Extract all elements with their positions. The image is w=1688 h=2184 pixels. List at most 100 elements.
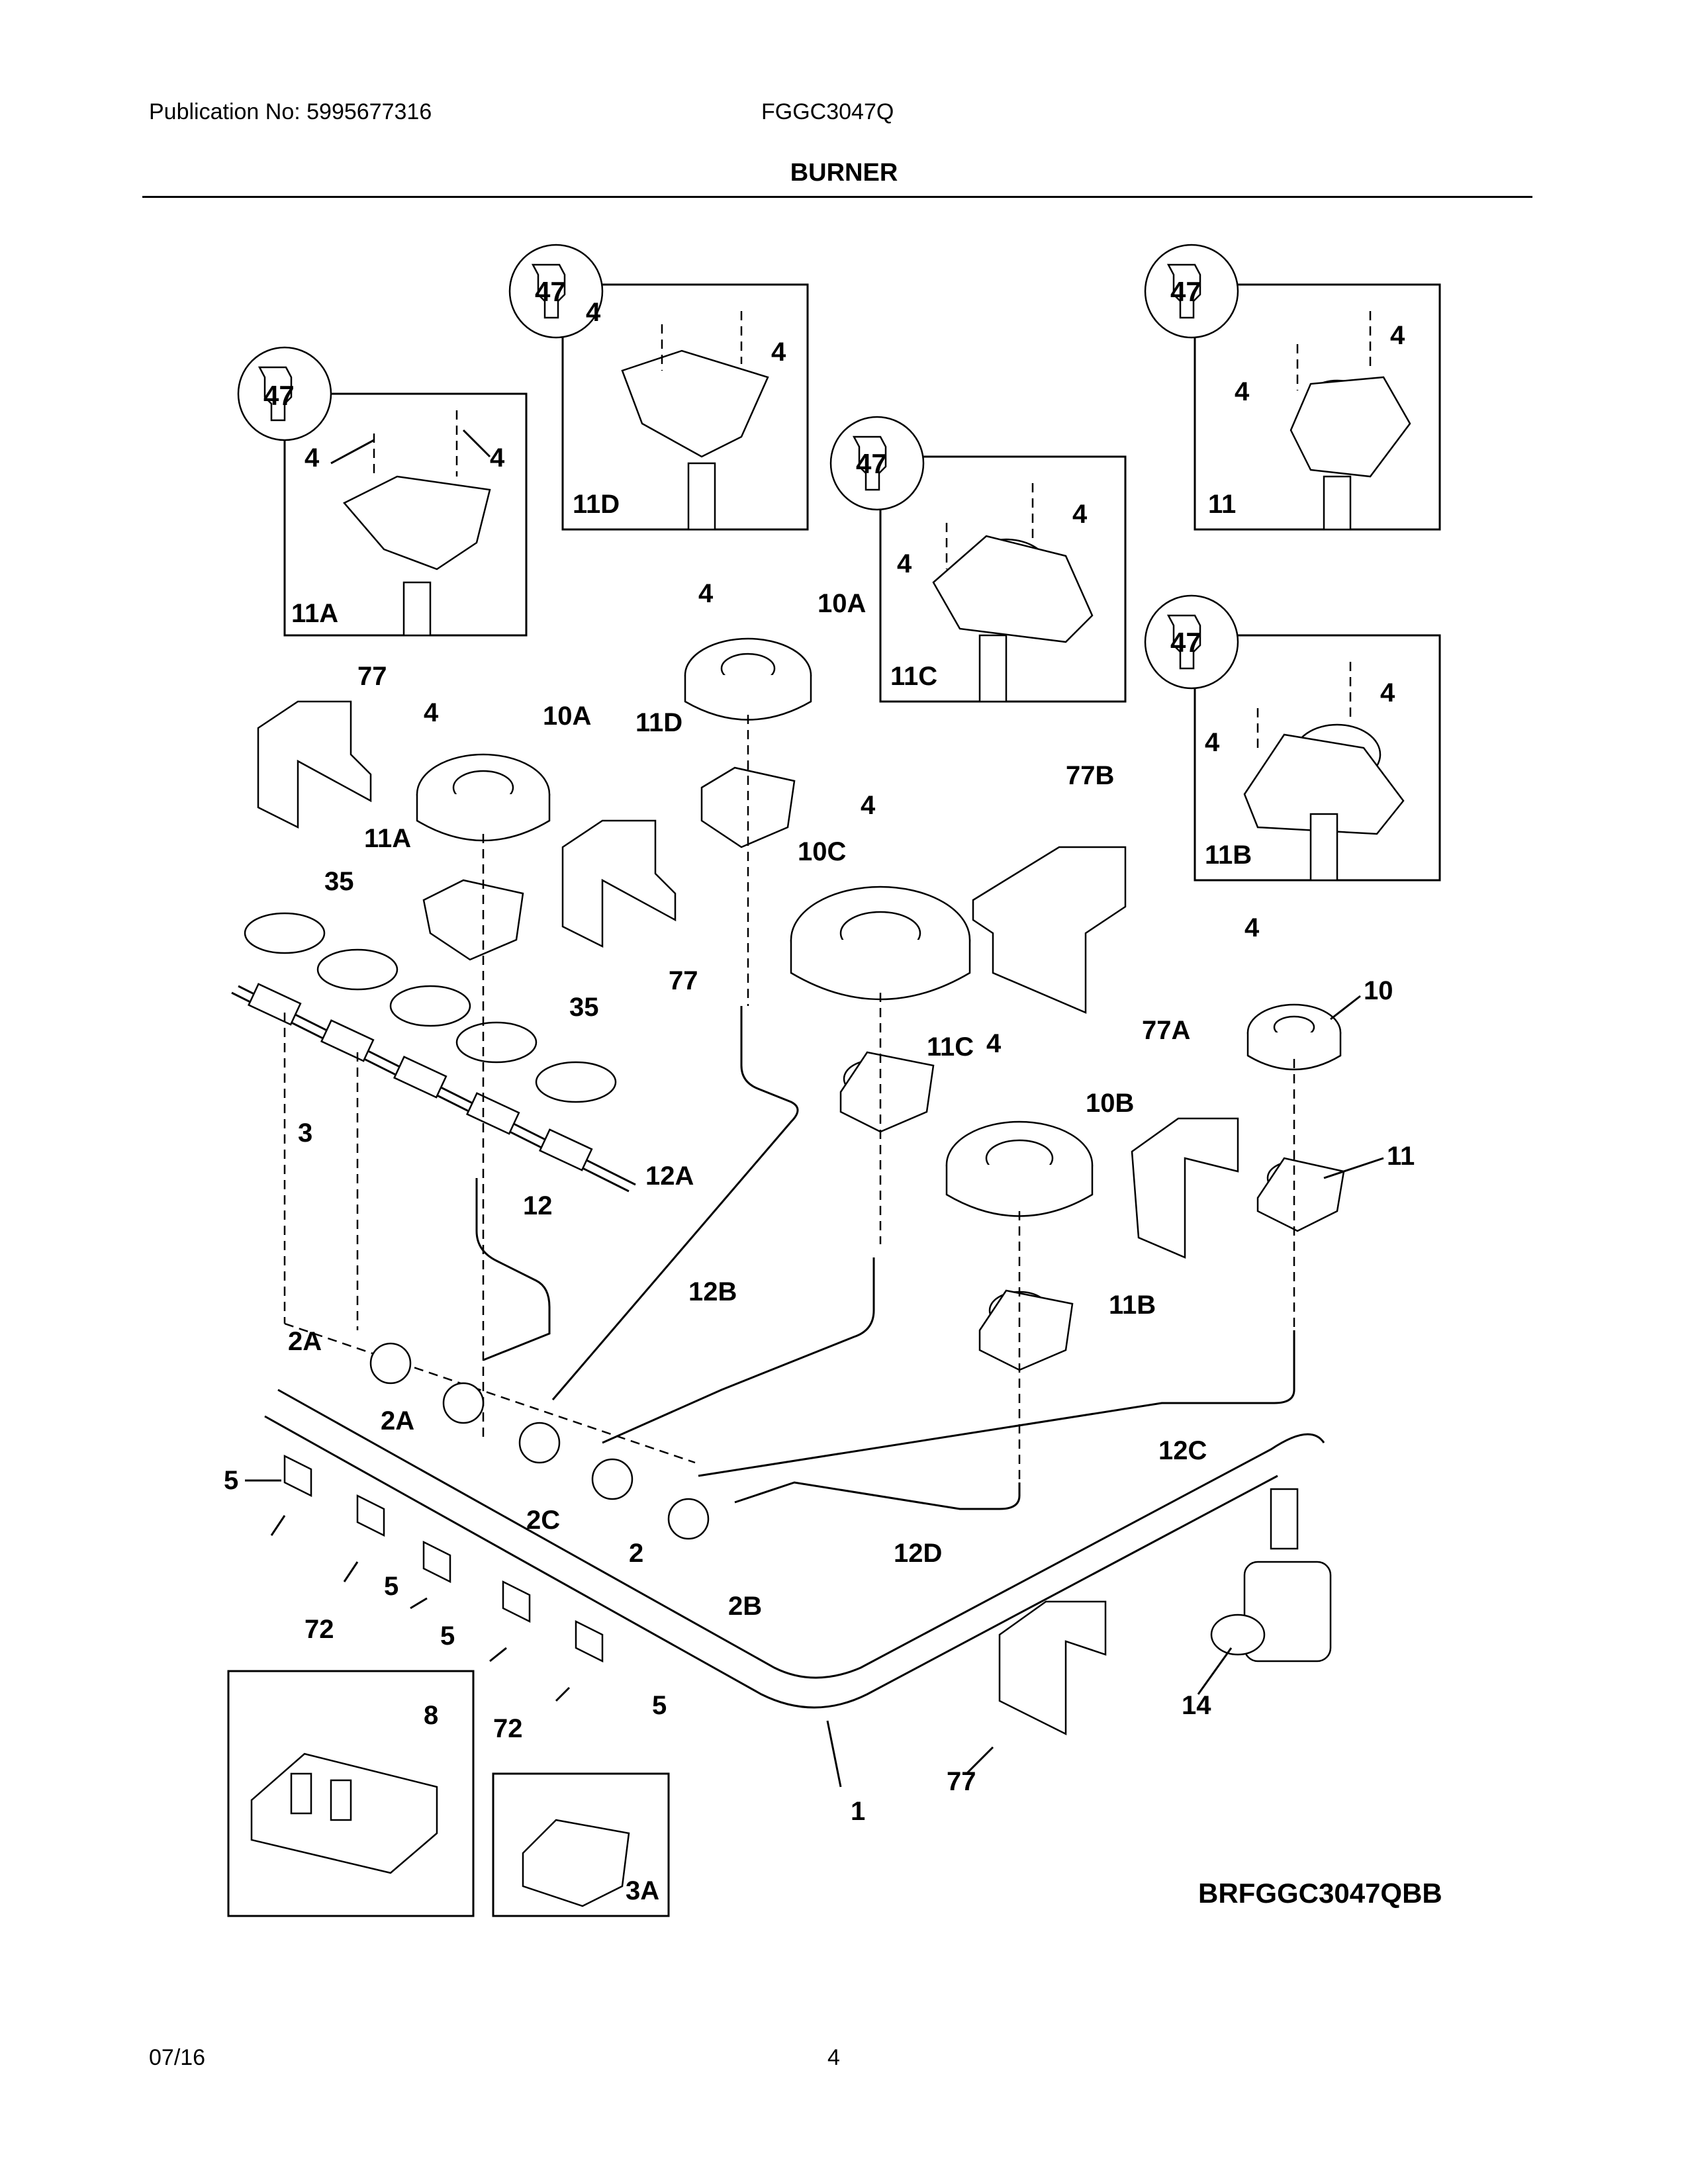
label-4-11-b: 4 xyxy=(1390,321,1405,350)
label-4-10B: 4 xyxy=(986,1029,1002,1058)
label-4-11B-a: 4 xyxy=(1205,728,1220,757)
inset-11B xyxy=(1144,594,1441,882)
label-2A-mid: 2A xyxy=(381,1406,414,1435)
label-4-10A-top: 4 xyxy=(698,579,714,608)
label-11-inset: 11 xyxy=(1208,490,1236,519)
label-10A-left: 10A xyxy=(543,702,591,731)
label-77-upper: 77 xyxy=(357,662,387,691)
label-11: 11 xyxy=(1387,1142,1415,1171)
burner-cap-10A-top xyxy=(684,637,812,721)
footer-date: 07/16 xyxy=(149,2045,206,2070)
inset-3A-electrode xyxy=(492,1772,670,1917)
label-77A: 77A xyxy=(1142,1016,1190,1045)
label-4-11C-a: 4 xyxy=(897,549,912,578)
label-77B: 77B xyxy=(1066,761,1114,790)
label-2A-left: 2A xyxy=(288,1327,322,1356)
label-4-11D-b: 4 xyxy=(771,338,786,367)
inset-11A xyxy=(237,346,528,637)
label-10: 10 xyxy=(1364,976,1393,1005)
label-47-11: 47 xyxy=(1170,276,1201,307)
burner-base-11 xyxy=(1256,1157,1345,1232)
label-4-11D-a: 4 xyxy=(586,298,601,327)
label-10A-top: 10A xyxy=(818,589,866,618)
bracket-77-upper-left xyxy=(257,700,372,829)
label-12A: 12A xyxy=(645,1161,694,1191)
burner-cap-10B xyxy=(945,1120,1094,1217)
label-4-11C-b: 4 xyxy=(1072,500,1088,529)
part-callouts: 47 47 47 47 47 4 4 4 4 4 4 4 4 4 4 11A 1… xyxy=(224,276,1415,1905)
label-72-left: 72 xyxy=(305,1615,334,1644)
label-72-right: 72 xyxy=(493,1714,523,1743)
label-2C: 2C xyxy=(526,1506,560,1535)
label-2: 2 xyxy=(629,1539,643,1568)
burner-base-11B xyxy=(978,1289,1074,1371)
label-14: 14 xyxy=(1182,1691,1211,1720)
label-35-top: 35 xyxy=(324,867,354,896)
label-11B-mid: 11B xyxy=(1109,1291,1156,1320)
burner-cap-10A-left xyxy=(416,753,551,842)
label-4-11A-b: 4 xyxy=(490,443,505,473)
label-77-lower: 77 xyxy=(947,1767,976,1796)
label-47-11A: 47 xyxy=(263,380,295,411)
label-12B: 12B xyxy=(688,1277,737,1306)
label-47-11D: 47 xyxy=(535,276,566,307)
bracket-77A xyxy=(1131,1117,1239,1259)
label-5-d: 5 xyxy=(652,1691,667,1720)
inset-11C xyxy=(829,416,1127,703)
label-4-10C: 4 xyxy=(861,791,876,820)
footer-page-number: 4 xyxy=(827,2045,840,2070)
bracket-77-lower xyxy=(998,1600,1107,1736)
gas-valves xyxy=(369,1342,710,1540)
label-5-a: 5 xyxy=(224,1466,238,1495)
model-number: FGGC3047Q xyxy=(761,99,894,124)
publication-number: Publication No: 5995677316 xyxy=(149,99,432,124)
label-5-c: 5 xyxy=(440,1621,455,1651)
label-11B-inset: 11B xyxy=(1205,841,1252,870)
label-11C-inset: 11C xyxy=(890,662,937,691)
diagram-code: BRFGGC3047QBB xyxy=(1198,1878,1442,1909)
label-11D-mid: 11D xyxy=(635,708,682,737)
inset-8-spark-module xyxy=(227,1670,475,1917)
label-12D: 12D xyxy=(894,1539,942,1568)
label-4-10: 4 xyxy=(1244,913,1260,942)
header-rule xyxy=(142,196,1532,198)
burner-cap-10C xyxy=(790,886,971,1001)
label-77-mid: 77 xyxy=(669,966,698,995)
label-11D-inset: 11D xyxy=(573,490,620,519)
bracket-77-mid xyxy=(561,819,677,948)
label-11C-mid: 11C xyxy=(927,1032,974,1062)
pressure-regulator-14 xyxy=(1210,1488,1332,1662)
label-11A-inset: 11A xyxy=(291,599,338,628)
label-8: 8 xyxy=(424,1701,438,1730)
inset-11D xyxy=(508,244,809,531)
section-title: BURNER xyxy=(790,159,898,187)
label-10C: 10C xyxy=(798,837,846,866)
bracket-77B xyxy=(972,846,1127,1014)
label-12: 12 xyxy=(523,1191,553,1220)
label-5-b: 5 xyxy=(384,1572,399,1601)
electrode-harness-3 xyxy=(231,983,636,1193)
label-4-11B-b: 4 xyxy=(1380,678,1395,707)
alignment-lines xyxy=(283,715,1295,1482)
label-2B: 2B xyxy=(728,1592,762,1621)
label-4-11-a: 4 xyxy=(1235,377,1250,406)
clips-5 xyxy=(283,1454,604,1663)
label-47-11C: 47 xyxy=(856,448,887,479)
label-10B: 10B xyxy=(1086,1089,1134,1118)
label-11A-mid: 11A xyxy=(364,824,411,853)
label-35-right: 35 xyxy=(569,993,599,1022)
burner-cap-10 xyxy=(1246,1003,1342,1071)
label-3A: 3A xyxy=(626,1876,659,1905)
label-4-10A-left: 4 xyxy=(424,698,439,727)
inset-11 xyxy=(1144,244,1441,531)
manifold-pipe-1 xyxy=(264,1388,1325,1709)
burner-caps-35 xyxy=(244,912,617,1103)
burner-base-11A xyxy=(422,879,524,961)
label-1: 1 xyxy=(851,1797,865,1826)
gas-tubes xyxy=(475,1006,1295,1510)
label-12C: 12C xyxy=(1158,1436,1207,1465)
burner-base-11C xyxy=(839,1051,935,1133)
label-3: 3 xyxy=(298,1118,312,1148)
label-47-11B: 47 xyxy=(1170,627,1201,658)
